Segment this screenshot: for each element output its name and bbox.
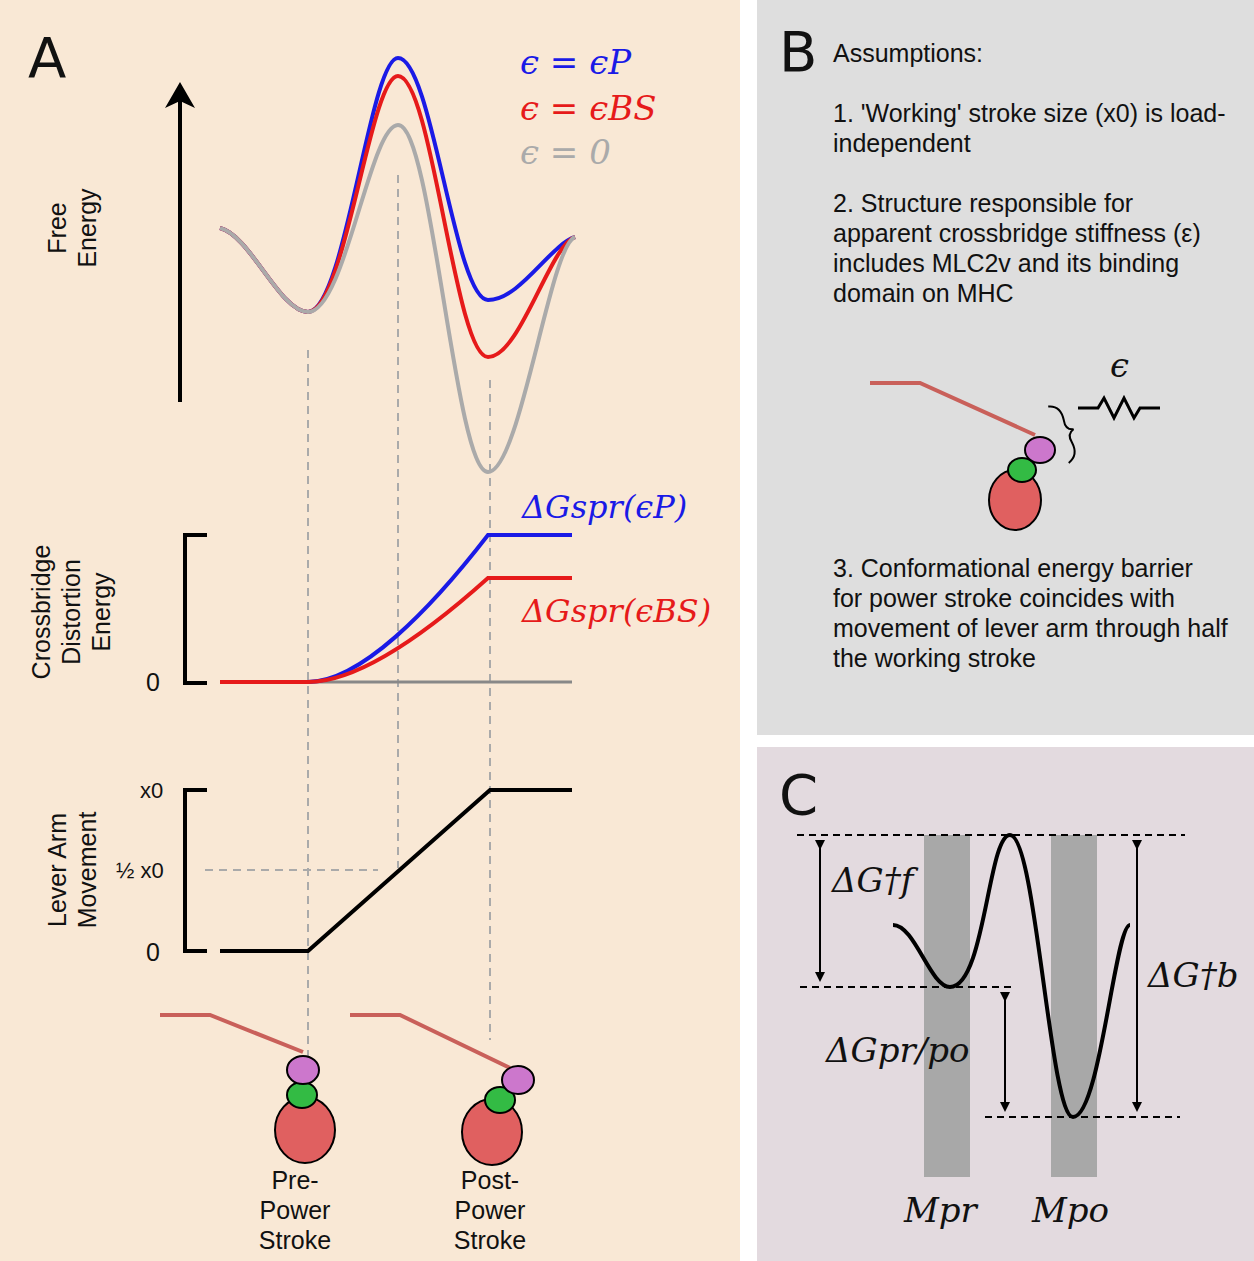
legend-label: ϵ = ϵP: [520, 42, 631, 83]
distortion-curve: [220, 578, 572, 682]
curve-label: ΔGspr(ϵP): [522, 488, 687, 526]
curve-label: ΔGspr(ϵBS): [522, 592, 711, 630]
tick-label: 0: [146, 937, 160, 967]
axis-title: Crossbridge Distortion Energy: [25, 530, 115, 695]
distortion-curve: [220, 535, 572, 682]
panel-letter: B: [779, 22, 817, 82]
state-label: Post-Power Stroke: [440, 1165, 540, 1255]
panel: B Assumptions: 1. 'Working' stroke size (x…: [757, 0, 1254, 735]
panel-letter: C: [779, 765, 818, 825]
lever-curve: [220, 790, 572, 951]
energy-profile: [797, 835, 1185, 1177]
legend-label: ϵ = 0: [520, 132, 611, 173]
heading: Assumptions:: [833, 38, 1233, 68]
assumption: 1. 'Working' stroke size (x0) is load-in…: [833, 98, 1233, 158]
tick-label: 0: [146, 667, 160, 697]
panel-letter: A: [28, 28, 66, 88]
assumption: 3. Conformational energy barrier for pow…: [833, 553, 1228, 673]
state-label: Pre-Power Stroke: [245, 1165, 345, 1255]
energy-label: ΔG†f: [832, 860, 913, 901]
myosin-pre: [160, 1015, 335, 1163]
legend-label: ϵ = ϵBS: [520, 88, 656, 129]
myosin-post: [350, 1015, 534, 1165]
axis-bracket: [185, 535, 207, 951]
state-label: Mpo: [1032, 1190, 1109, 1231]
energy-label: ΔGpr/po: [826, 1030, 969, 1071]
assumption: 2. Structure responsible for apparent cr…: [833, 188, 1218, 308]
stiffness-symbol: ϵ: [1110, 345, 1129, 386]
axis-arrow: [178, 95, 182, 402]
tick-label: ½ x0: [116, 858, 164, 884]
myosin-spring: [870, 383, 1160, 530]
axis-title: Lever Arm Movement: [42, 810, 102, 930]
state-label: Mpr: [904, 1190, 977, 1231]
tick-label: x0: [140, 778, 163, 804]
energy-label: ΔG†b: [1148, 955, 1238, 996]
axis-title: Free Energy: [42, 173, 102, 283]
